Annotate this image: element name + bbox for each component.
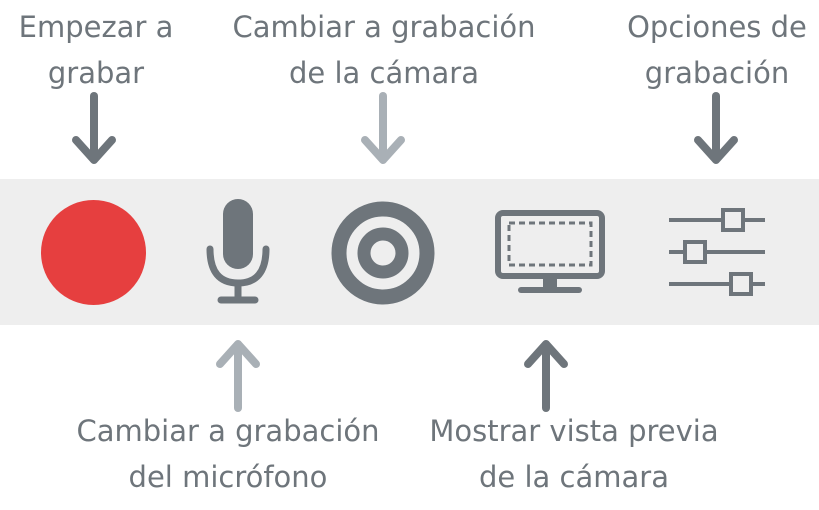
camera-button[interactable]: [331, 201, 435, 305]
monitor-preview-icon: [495, 210, 605, 293]
recording-options-button[interactable]: [667, 206, 767, 298]
arrow-down-options: [694, 92, 738, 164]
record-button[interactable]: [41, 200, 146, 305]
label-recording-options: Opciones de grabación: [627, 10, 807, 90]
label-show-preview: Mostrar vista previa de la cámara: [429, 414, 719, 494]
arrow-down-camera: [361, 92, 405, 164]
camera-preview-button[interactable]: [495, 210, 605, 294]
microphone-icon: [206, 199, 270, 304]
camera-target-icon: [331, 201, 435, 305]
microphone-button[interactable]: [204, 199, 272, 305]
label-start-recording: Empezar a grabar: [18, 10, 174, 90]
sliders-icon: [669, 208, 765, 296]
label-switch-camera: Cambiar a grabación de la cámara: [232, 10, 536, 90]
record-dot-icon: [41, 200, 146, 305]
label-switch-microphone: Cambiar a grabación del micrófono: [76, 414, 380, 494]
arrow-up-microphone: [216, 340, 260, 412]
arrow-down-start: [72, 92, 116, 164]
arrow-up-preview: [524, 340, 568, 412]
